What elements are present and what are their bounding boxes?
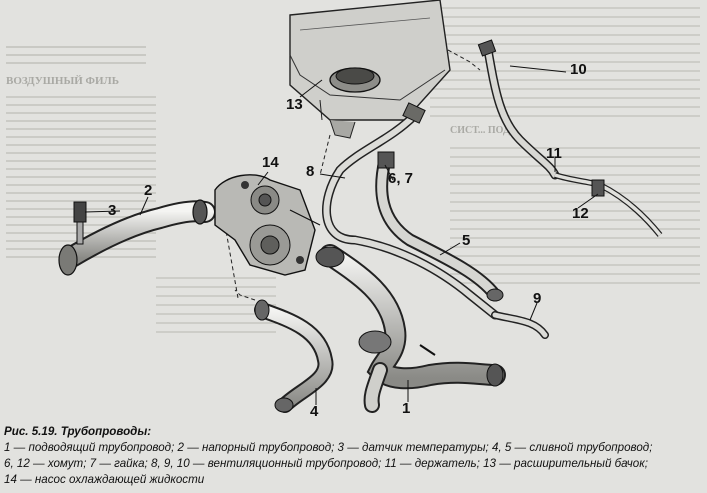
holder-11 [554,172,663,237]
label-6-7: 6, 7 [388,170,414,187]
label-12: 12 [572,205,589,222]
hose-8 [322,102,500,320]
expansion-tank [289,0,451,139]
hose-5 [375,151,504,302]
background-heading-left: ВОЗДУШНЫЙ ФИЛЬ [6,75,120,87]
caption-title: Рис. 5.19. Трубопроводы: [4,425,152,438]
label-4: 4 [310,403,319,420]
background-text-mid: СИСТ... ПОД... [430,0,700,300]
hose-4 [254,299,334,413]
caption-line-1: 1 — подводящий трубопровод; 2 — напорный… [4,441,653,454]
hose-1 [315,244,506,413]
caption-line-2: 6, 12 — хомут; 7 — гайка; 8, 9, 10 — вен… [4,457,648,470]
label-11: 11 [546,145,562,162]
label-3: 3 [108,202,117,219]
label-8: 8 [306,163,315,180]
label-14: 14 [262,154,279,171]
label-9: 9 [533,290,542,307]
figure-caption: Рис. 5.19. Трубопроводы: 1 — подводящий … [4,424,704,488]
caption-line-3: 14 — насос охлаждающей жидкости [4,473,205,486]
label-1: 1 [402,400,411,417]
number-leaders [84,65,599,405]
leader-dashes [224,49,481,301]
label-2: 2 [144,182,153,199]
background-heading-mid: СИСТ... ПОД... [450,125,518,136]
hose-2 [58,199,216,276]
coolant-pump [214,174,321,276]
cooling-pipes-diagram [58,0,663,413]
label-13: 13 [286,96,303,113]
label-10: 10 [570,61,587,78]
hose-10 [477,39,560,180]
hose-9 [491,311,549,339]
label-5: 5 [462,232,471,249]
